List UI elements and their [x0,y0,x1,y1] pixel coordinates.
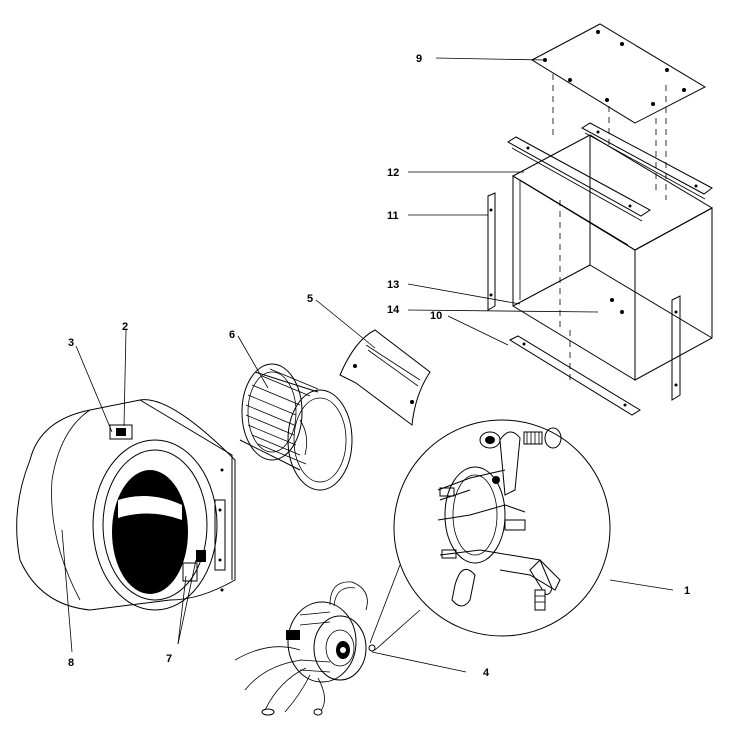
callout-4: 4 [483,667,490,679]
blower-housing-box [511,134,714,385]
callout-10: 10 [430,310,442,322]
leader-lines [61,57,674,673]
blower-scroll-housing [16,399,236,611]
side-rail-right [671,295,681,401]
callout-2: 2 [122,321,128,333]
callout-6: 6 [229,329,235,341]
callout-1: 1 [684,585,690,597]
callout-7: 7 [166,653,172,665]
blower-motor [234,581,376,716]
top-rails [507,122,713,222]
callout-11: 11 [387,210,399,222]
mount-clip [182,550,206,582]
callout-12: 12 [387,167,399,179]
motor-mount-bracket [109,424,133,440]
top-panel [530,23,707,124]
callout-5: 5 [307,293,313,305]
callout-3: 3 [68,337,74,349]
callout-8: 8 [68,657,74,669]
callout-13: 13 [387,279,399,291]
callout-9: 9 [416,53,422,65]
bottom-rail [508,335,641,416]
panel-dashed-guides [552,74,667,200]
blower-wheel [239,363,353,491]
side-rail-left [487,192,496,311]
motor-mount-detail-circle [369,419,611,651]
cut-off-plate [339,329,431,426]
callout-14: 14 [387,304,400,316]
